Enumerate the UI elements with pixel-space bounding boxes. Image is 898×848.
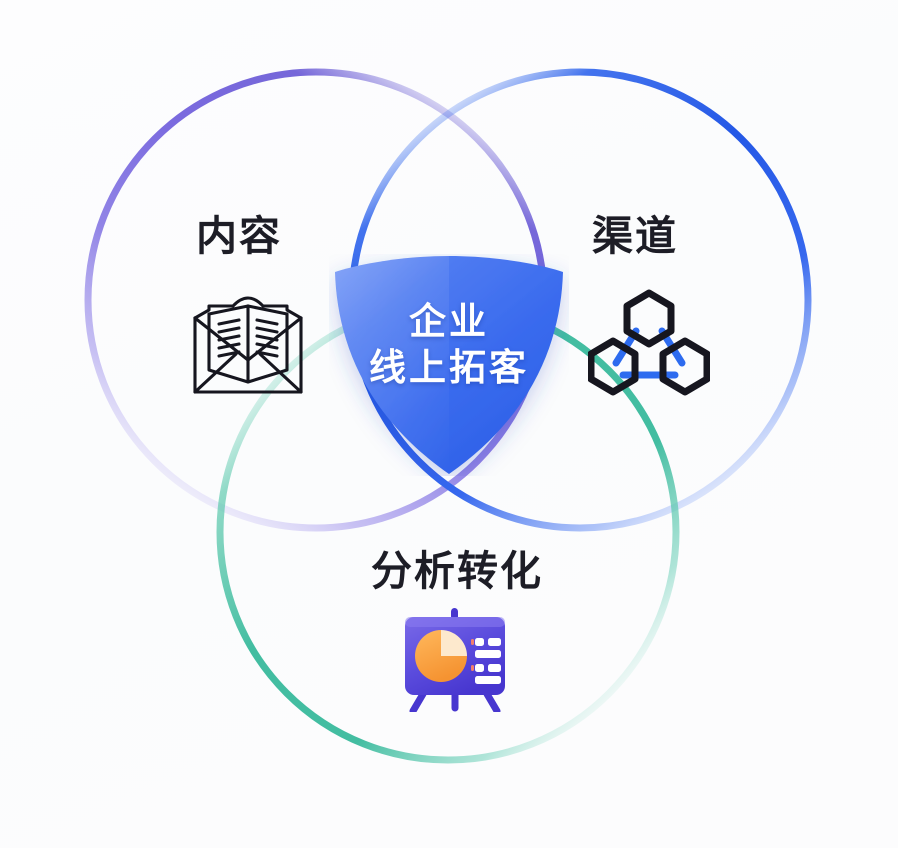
venn-label-analysis: 分析转化 bbox=[371, 548, 543, 594]
shield-shape bbox=[335, 256, 563, 474]
center-shield-badge: 企业 线上拓客 bbox=[329, 254, 569, 476]
network-nodes-icon bbox=[588, 289, 710, 396]
venn-label-channel: 渠道 bbox=[592, 213, 678, 259]
envelope-open-book-icon bbox=[193, 296, 303, 394]
presentation-pie-chart-icon bbox=[405, 608, 505, 712]
venn-label-content: 内容 bbox=[196, 213, 282, 259]
